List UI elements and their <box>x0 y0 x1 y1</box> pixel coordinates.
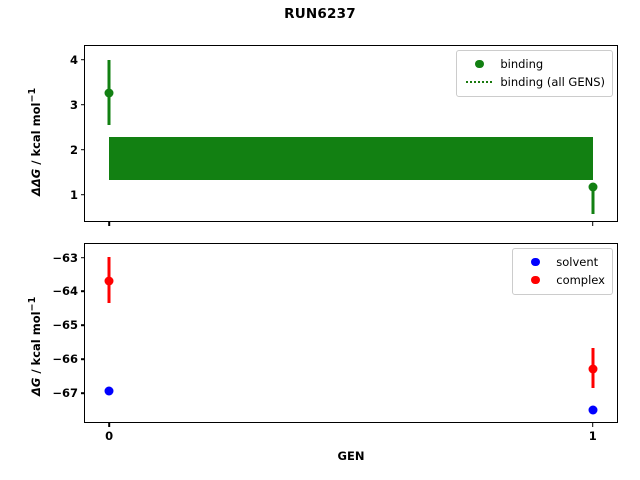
legend-item-solvent: solvent <box>520 253 605 271</box>
y-tick-mark <box>80 148 85 151</box>
binding-all-gens-line-icon <box>464 81 494 83</box>
figure-title: RUN6237 <box>284 6 356 22</box>
x-tick-mark <box>592 221 594 226</box>
legend-item-complex: complex <box>520 271 605 289</box>
y-tick-label: −63 <box>52 250 78 265</box>
data-point <box>588 405 598 415</box>
x-tick-label: 0 <box>105 429 114 443</box>
x-tick-mark <box>108 221 110 226</box>
y-tick-label: 4 <box>69 52 78 67</box>
data-point <box>588 182 598 192</box>
y-tick-label: −64 <box>52 284 78 299</box>
top-legend: binding binding (all GENS) <box>456 50 613 97</box>
legend-label: binding (all GENS) <box>500 75 605 89</box>
bottom-y-axis-label: ΔG / kcal mol−1 <box>27 296 43 396</box>
x-axis-label: GEN <box>337 449 365 463</box>
binding-marker-icon <box>464 59 494 69</box>
legend-label: solvent <box>556 255 599 269</box>
y-tick-label: 1 <box>69 187 78 202</box>
legend-label: complex <box>556 273 605 287</box>
bottom-plot-area <box>85 244 617 422</box>
complex-marker-icon <box>520 275 550 285</box>
legend-item-binding-all-gens: binding (all GENS) <box>464 73 605 91</box>
top-y-axis-label: ΔΔG / kcal mol−1 <box>27 87 43 196</box>
data-point <box>104 386 114 396</box>
data-point <box>104 88 114 98</box>
solvent-marker-icon <box>520 257 550 267</box>
data-point <box>104 276 114 286</box>
x-tick-mark <box>108 422 110 427</box>
y-tick-mark <box>80 58 85 61</box>
error-bar <box>591 187 595 215</box>
y-tick-mark <box>80 256 85 259</box>
legend-item-binding: binding <box>464 55 605 73</box>
y-tick-label: −65 <box>52 318 78 333</box>
x-tick-mark <box>592 422 594 427</box>
legend-label: binding <box>500 57 544 71</box>
top-axes-ddg: ΔΔG / kcal mol−1 4 3 2 1 binding binding (a… <box>27 45 618 226</box>
y-tick-mark <box>80 392 85 394</box>
top-plot-area <box>85 46 617 221</box>
y-tick-mark <box>80 290 85 293</box>
bottom-legend: solvent complex <box>512 248 613 295</box>
y-tick-mark <box>80 358 85 361</box>
y-tick-mark <box>80 324 85 327</box>
bottom-axes-dg: ΔG / kcal mol−1 −63 −64 −65 −66 −67 0 1 GEN so… <box>27 243 618 463</box>
y-tick-mark <box>80 194 85 196</box>
y-tick-label: 2 <box>69 142 78 157</box>
y-tick-label: −67 <box>52 386 78 401</box>
data-point <box>588 364 598 374</box>
x-tick-label: 1 <box>588 429 597 443</box>
binding-all-gens-band <box>109 136 593 180</box>
y-tick-label: −66 <box>52 352 78 367</box>
y-tick-label: 3 <box>69 97 78 112</box>
y-tick-mark <box>80 103 85 106</box>
